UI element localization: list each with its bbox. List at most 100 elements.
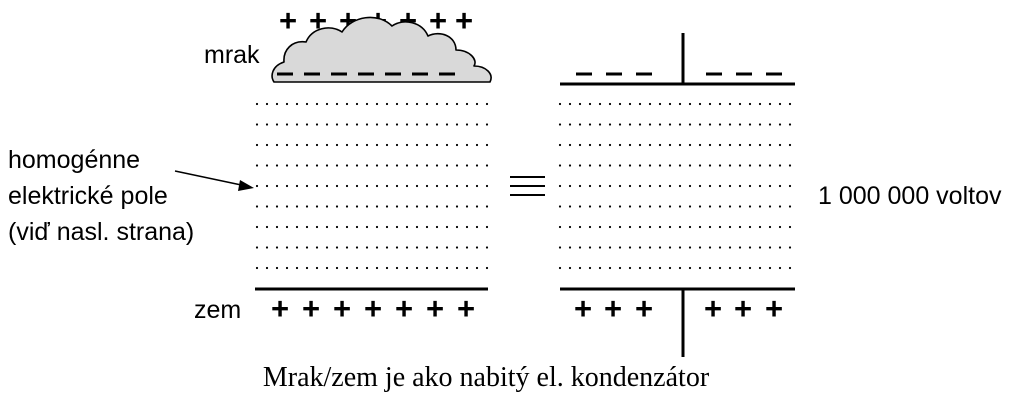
- field-dot: [678, 123, 682, 126]
- field-dot: [405, 205, 409, 208]
- ground-label: zem: [194, 296, 241, 324]
- field-dot: [598, 123, 602, 126]
- field-dot: [748, 102, 752, 106]
- field-dot: [568, 266, 572, 270]
- field-dot: [758, 123, 762, 126]
- field-dot: [678, 225, 682, 229]
- field-dot: [345, 143, 349, 147]
- field-dot: [758, 143, 762, 147]
- field-dot: [325, 225, 329, 229]
- field-dot: [558, 102, 562, 106]
- field-dot: [748, 123, 752, 126]
- field-dot: [608, 102, 612, 106]
- field-dot: [485, 246, 489, 249]
- field-dot: [345, 184, 349, 188]
- field-dot: [375, 184, 379, 188]
- field-dot: [445, 143, 449, 147]
- field-dot: [668, 225, 672, 229]
- field-dot: [658, 266, 662, 270]
- field-dot: [265, 123, 269, 126]
- field-dot: [475, 143, 479, 147]
- field-dot: [275, 225, 279, 229]
- field-dot: [718, 205, 722, 208]
- field-dot: [608, 164, 612, 167]
- field-dot: [678, 184, 682, 188]
- field-dot: [485, 266, 489, 270]
- field-dot: [778, 246, 782, 249]
- field-dot: [668, 184, 672, 188]
- field-dot: [305, 143, 309, 147]
- field-dot: [618, 102, 622, 106]
- field-dot: [335, 143, 339, 147]
- field-dot: [435, 123, 439, 126]
- field-dot: [345, 123, 349, 126]
- field-dot: [365, 205, 369, 208]
- field-dot: [365, 143, 369, 147]
- field-dot: [425, 102, 429, 106]
- field-dot: [405, 102, 409, 106]
- field-dot: [578, 205, 582, 208]
- field-dot: [738, 225, 742, 229]
- field-dot: [748, 266, 752, 270]
- field-dot: [335, 205, 339, 208]
- field-dot: [728, 123, 732, 126]
- field-dot: [768, 205, 772, 208]
- field-dot: [275, 164, 279, 167]
- field-dot: [265, 143, 269, 147]
- field-dot: [708, 225, 712, 229]
- field-dot: [275, 246, 279, 249]
- field-dot: [558, 246, 562, 249]
- field-dot: [568, 246, 572, 249]
- field-dot: [638, 225, 642, 229]
- field-dot: [738, 123, 742, 126]
- field-dot: [295, 164, 299, 167]
- field-dot: [435, 164, 439, 167]
- field-dot: [658, 164, 662, 167]
- field-dot: [638, 266, 642, 270]
- field-dot: [728, 143, 732, 147]
- field-dot: [688, 164, 692, 167]
- capacitor-plus-charge: +: [635, 291, 653, 326]
- field-dot: [475, 266, 479, 270]
- field-dot: [578, 184, 582, 188]
- field-dot: [588, 184, 592, 188]
- field-dot: [648, 123, 652, 126]
- field-dot: [445, 184, 449, 188]
- field-dot: [255, 102, 259, 106]
- field-dot: [588, 143, 592, 147]
- field-dot: [435, 184, 439, 188]
- field-dot: [485, 184, 489, 188]
- field-dot: [265, 266, 269, 270]
- field-dot: [608, 225, 612, 229]
- field-dot: [465, 184, 469, 188]
- field-dot: [758, 225, 762, 229]
- cloud-plus-charge: +: [455, 3, 473, 38]
- field-dot: [285, 102, 289, 106]
- field-dot: [395, 143, 399, 147]
- field-dot: [325, 266, 329, 270]
- field-dot: [578, 266, 582, 270]
- field-dot: [738, 143, 742, 147]
- field-dot: [558, 205, 562, 208]
- field-dot: [345, 102, 349, 106]
- field-dot: [425, 246, 429, 249]
- field-dot: [365, 164, 369, 167]
- field-dot: [648, 225, 652, 229]
- field-dot: [748, 164, 752, 167]
- field-dot: [455, 205, 459, 208]
- field-dot: [265, 102, 269, 106]
- field-dot: [255, 225, 259, 229]
- field-dot: [385, 123, 389, 126]
- field-dot: [285, 164, 289, 167]
- capacitor-plus-charge: +: [574, 291, 592, 326]
- field-dot: [778, 184, 782, 188]
- field-dot: [305, 123, 309, 126]
- field-dot: [455, 164, 459, 167]
- field-dot: [475, 246, 479, 249]
- field-dot: [608, 184, 612, 188]
- field-dot: [445, 102, 449, 106]
- field-dot: [395, 246, 399, 249]
- field-dot: [395, 266, 399, 270]
- field-dot: [648, 184, 652, 188]
- field-dot: [335, 225, 339, 229]
